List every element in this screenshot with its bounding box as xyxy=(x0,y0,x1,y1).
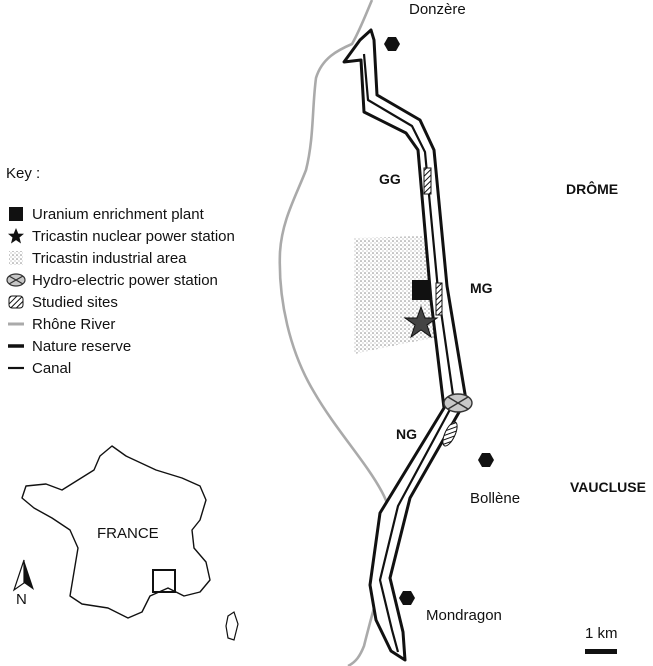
legend-item: Rhône River xyxy=(6,313,235,335)
label-mondragon: Mondragon xyxy=(426,607,502,624)
legend-label: Rhône River xyxy=(32,315,116,333)
uranium-enrichment-plant xyxy=(412,280,430,300)
grey-line-icon xyxy=(6,316,26,332)
label-site-ng: NG xyxy=(396,426,417,442)
crossed-ellipse-icon xyxy=(6,272,26,288)
north-label: N xyxy=(16,591,27,608)
label-drome: DRÔME xyxy=(566,181,619,197)
legend-item: Tricastin nuclear power station xyxy=(6,225,235,247)
legend-label: Tricastin industrial area xyxy=(32,249,187,267)
studied-site-gg xyxy=(423,167,432,195)
town-marker-donzere xyxy=(384,37,400,51)
hatched-oval-icon xyxy=(6,294,26,310)
label-vaucluse: VAUCLUSE xyxy=(570,479,646,495)
filled-square-icon xyxy=(6,206,26,222)
legend-label: Uranium enrichment plant xyxy=(32,205,204,223)
canal-line xyxy=(362,53,456,653)
study-area-box xyxy=(152,569,176,593)
black-thick-line-icon xyxy=(6,338,26,354)
label-bollene: Bollène xyxy=(470,490,521,507)
nuclear-power-station-star xyxy=(403,305,439,339)
inset-country-label: FRANCE xyxy=(97,525,159,542)
stipple-pattern-icon xyxy=(6,250,26,266)
scale-label: 1 km xyxy=(585,625,618,642)
legend-item: Hydro-electric power station xyxy=(6,269,235,291)
corsica-outline xyxy=(225,611,239,641)
legend-label: Nature reserve xyxy=(32,337,132,355)
town-marker-mondragon xyxy=(399,591,415,605)
label-site-mg: MG xyxy=(470,280,493,296)
france-outline xyxy=(21,445,211,619)
hydro-electric-station xyxy=(443,393,473,413)
town-marker-bollene xyxy=(478,453,494,467)
black-line-icon xyxy=(6,360,26,376)
north-arrow-icon xyxy=(12,559,34,592)
legend-label: Tricastin nuclear power station xyxy=(32,227,235,245)
key-title: Key : xyxy=(6,165,41,182)
legend-label: Canal xyxy=(32,359,72,377)
label-donzere: Donzère xyxy=(409,1,466,18)
legend: Uranium enrichment plant Tricastin nucle… xyxy=(6,203,235,379)
legend-item: Uranium enrichment plant xyxy=(6,203,235,225)
legend-item: Studied sites xyxy=(6,291,235,313)
legend-item: Nature reserve xyxy=(6,335,235,357)
legend-item: Tricastin industrial area xyxy=(6,247,235,269)
legend-label: Studied sites xyxy=(32,293,118,311)
studied-site-ng xyxy=(442,421,458,447)
studied-site-mg xyxy=(435,282,443,316)
legend-item: Canal xyxy=(6,357,235,379)
nature-reserve-outline xyxy=(342,28,468,662)
scale-bar xyxy=(585,649,617,654)
legend-label: Hydro-electric power station xyxy=(32,271,218,289)
label-site-gg: GG xyxy=(379,171,401,187)
star-icon xyxy=(6,228,26,244)
